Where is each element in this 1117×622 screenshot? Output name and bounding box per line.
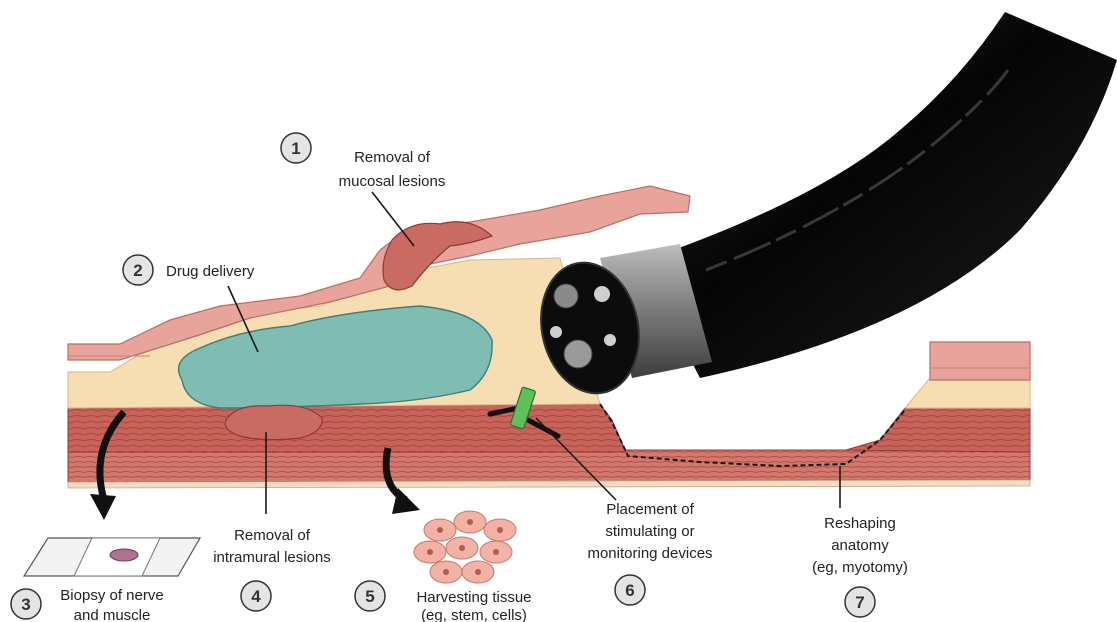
endoscope-shaft	[640, 12, 1117, 378]
label-7-line-1: Reshaping	[824, 515, 896, 532]
svg-text:6: 6	[625, 581, 634, 600]
badge-7: 7	[845, 587, 875, 617]
svg-text:7: 7	[855, 593, 864, 612]
label-7-line-2: anatomy	[831, 537, 889, 554]
label-5-line-1: Harvesting tissue	[416, 589, 531, 606]
submucosa-layer-right	[905, 378, 1030, 408]
leader-1	[372, 192, 414, 246]
outer-muscle-layer	[68, 450, 1030, 482]
label-6-line-2: stimulating or	[605, 523, 694, 540]
label-6-line-3: monitoring devices	[587, 545, 712, 562]
inner-muscle-layer-right	[846, 408, 1030, 452]
label-5-line-2: (eg, stem, cells)	[421, 607, 527, 622]
label-1-line-1: Removal of	[354, 149, 431, 166]
label-1-line-2: mucosal lesions	[339, 173, 446, 190]
label-4-line-1: Removal of	[234, 527, 311, 544]
svg-text:1: 1	[291, 139, 300, 158]
label-7-line-3: (eg, myotomy)	[812, 559, 908, 576]
svg-text:5: 5	[365, 587, 374, 606]
svg-text:4: 4	[251, 587, 261, 606]
svg-text:2: 2	[133, 261, 142, 280]
label-2: Drug delivery	[166, 263, 255, 280]
label-3-line-1: Biopsy of nerve	[60, 587, 163, 604]
biopsy-slide	[24, 538, 200, 576]
intramural-lesion	[225, 405, 322, 439]
label-4-line-2: intramural lesions	[213, 549, 331, 566]
label-3-line-2: and muscle	[74, 607, 151, 622]
svg-text:3: 3	[21, 595, 30, 614]
label-6-line-1: Placement of	[606, 501, 694, 518]
mucosa-right	[930, 342, 1030, 380]
badge-4: 4	[241, 581, 271, 611]
harvested-cells	[414, 511, 516, 583]
badge-3: 3	[11, 589, 41, 619]
badge-1: 1	[281, 133, 311, 163]
badge-2: 2	[123, 255, 153, 285]
badge-5: 5	[355, 581, 385, 611]
badge-6: 6	[615, 575, 645, 605]
